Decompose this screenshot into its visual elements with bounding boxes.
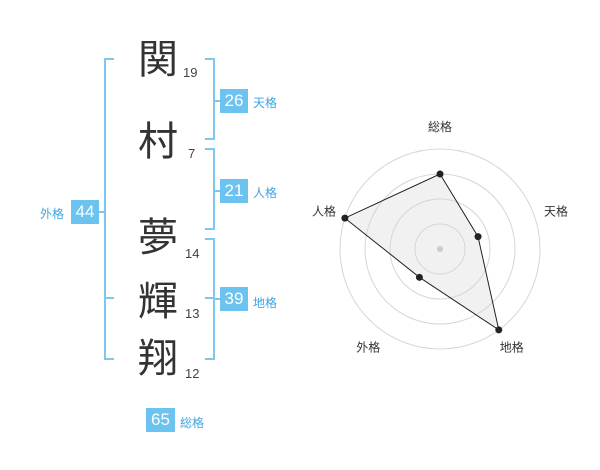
chikaku-value: 39 <box>220 287 248 311</box>
chikaku-label: 地格 <box>253 296 278 310</box>
radar-axis-label: 天格 <box>544 203 568 218</box>
stroke-count-4: 13 <box>185 306 200 321</box>
radar-point <box>495 326 503 334</box>
stroke-count-1: 19 <box>183 65 198 80</box>
radar-point <box>341 214 349 222</box>
name-char-5: 翔 <box>138 336 178 382</box>
radar-axis-label: 外格 <box>356 340 380 355</box>
gaikaku-label: 外格 <box>40 207 65 221</box>
tenkaku-label: 天格 <box>253 96 278 110</box>
radar-axis-label: 地格 <box>500 340 524 355</box>
radar-polygon <box>343 173 500 332</box>
name-char-1: 関 <box>138 37 178 83</box>
name-char-2: 村 <box>138 119 178 165</box>
radar-ring <box>414 223 466 275</box>
radar-center <box>437 246 443 252</box>
jinkaku-label: 人格 <box>253 186 278 200</box>
radar-axis-label: 人格 <box>312 203 336 218</box>
stroke-count-2: 7 <box>188 146 196 161</box>
gaikaku-value: 44 <box>71 200 99 224</box>
soukaku-value: 65 <box>146 408 175 432</box>
radar-ring <box>389 198 491 300</box>
name-char-4: 輝 <box>138 279 178 325</box>
stroke-count-3: 14 <box>185 246 200 261</box>
radar-axis-label: 総格 <box>428 119 452 134</box>
soukaku-label: 総格 <box>180 416 205 430</box>
tenkaku-value: 26 <box>220 89 248 113</box>
radar-point <box>474 233 482 241</box>
radar-point <box>415 273 423 281</box>
name-char-3: 夢 <box>138 215 178 261</box>
stroke-count-5: 12 <box>185 366 200 381</box>
jinkaku-value: 21 <box>220 179 248 203</box>
radar-point <box>436 170 444 178</box>
radar-ring <box>339 148 541 350</box>
